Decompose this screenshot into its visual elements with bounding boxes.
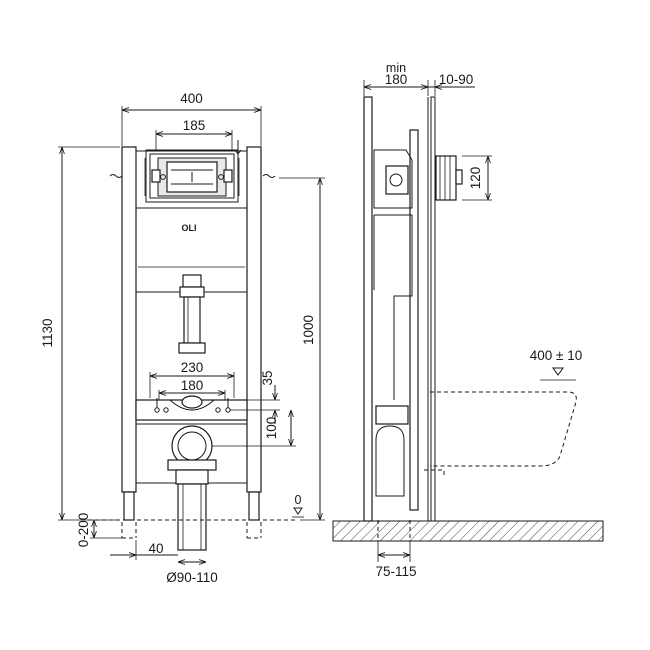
flush-plate-mechanism xyxy=(144,149,240,203)
wall xyxy=(430,96,436,522)
left-upright xyxy=(121,146,137,493)
waste-outlet xyxy=(136,423,247,551)
front-view: OLI xyxy=(40,91,325,585)
dim-bolt-offset: 35 xyxy=(260,370,275,385)
left-inlet-icon xyxy=(109,174,123,178)
side-view: min 180 10-90 120 400 ± 10 75-115 xyxy=(332,61,604,579)
dim-plate: 185 xyxy=(183,118,206,133)
dim-outlet-range: 75-115 xyxy=(375,564,416,579)
valve-arrow-icon xyxy=(234,140,242,155)
dim-inlet-height: 1000 xyxy=(301,315,316,345)
dim-width: 400 xyxy=(180,91,203,106)
wc-pan-outline xyxy=(430,391,577,467)
dim-wall-range: 10-90 xyxy=(439,72,474,87)
dim-bolt-outer: 230 xyxy=(181,360,204,375)
right-inlet-icon xyxy=(262,174,276,178)
floor-slab xyxy=(332,520,604,542)
front-frame xyxy=(363,96,373,522)
dim-foot-offset: 40 xyxy=(148,541,163,556)
level-triangle-icon xyxy=(293,507,303,515)
level-triangle-pan-icon xyxy=(552,367,564,376)
zero-mark: 0 xyxy=(295,493,302,507)
dim-outlet-spacing: 100 xyxy=(264,417,279,440)
right-foot xyxy=(248,491,260,521)
right-upright xyxy=(246,146,262,493)
dim-depth: 180 xyxy=(385,72,408,87)
cistern-body: OLI xyxy=(136,207,247,354)
dim-min-label: min xyxy=(386,61,406,75)
dim-pan-height: 400 ± 10 xyxy=(530,348,582,363)
brand-logo: OLI xyxy=(182,223,197,233)
dim-pipe: Ø90-110 xyxy=(166,570,218,585)
dim-height-120: 120 xyxy=(468,167,483,190)
left-foot xyxy=(123,491,135,521)
dim-foot-range: 0-200 xyxy=(76,513,91,548)
dim-height: 1130 xyxy=(40,318,55,347)
side-cistern xyxy=(373,149,413,497)
dim-bolt-inner: 180 xyxy=(181,378,204,393)
bolt-plate xyxy=(135,395,248,421)
